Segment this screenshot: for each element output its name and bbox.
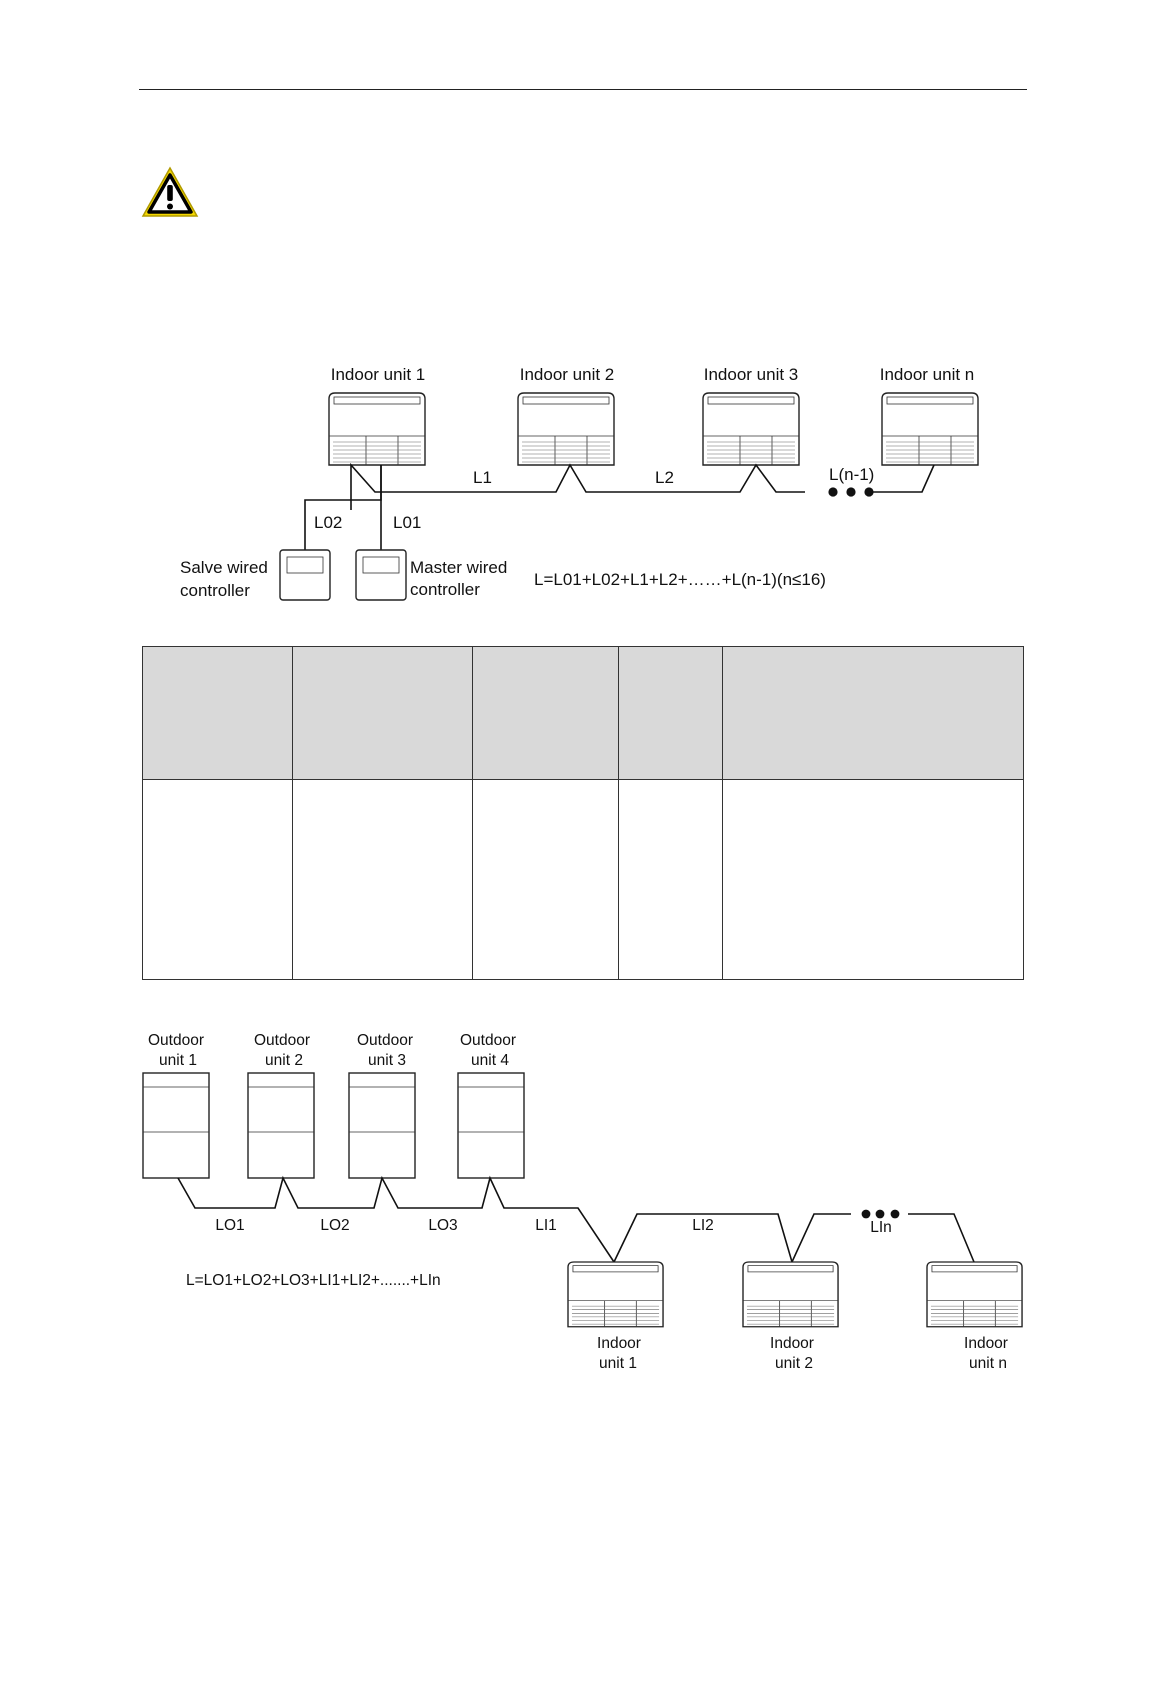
outdoor-communication-wire bbox=[177, 1175, 615, 1263]
spec-table bbox=[142, 646, 1024, 980]
segment-l2-label: L2 bbox=[655, 468, 674, 487]
indoor-unit-3 bbox=[702, 392, 800, 466]
master-wired-controller bbox=[355, 549, 407, 601]
segment-lo3-label: LO3 bbox=[428, 1217, 457, 1234]
wire-l02-label: L02 bbox=[314, 513, 342, 532]
indoor-unit-d2-2 bbox=[742, 1261, 839, 1328]
outdoor-unit-1-label-line1: Outdoor bbox=[148, 1032, 204, 1049]
outdoor-unit-2 bbox=[247, 1072, 315, 1179]
continuation-dots-2 bbox=[861, 1209, 900, 1219]
outdoor-unit-3 bbox=[348, 1072, 416, 1179]
table-header-cell bbox=[142, 646, 293, 780]
outdoor-unit-3-label-line2: unit 3 bbox=[368, 1052, 406, 1069]
diagram2-formula: L=LO1+LO2+LO3+LI1+LI2+.......+LIn bbox=[186, 1272, 441, 1289]
slave-controller-wire bbox=[304, 465, 382, 550]
indoor-communication-wire-end bbox=[908, 1213, 975, 1263]
table-cell bbox=[618, 779, 723, 980]
outdoor-unit-1 bbox=[142, 1072, 210, 1179]
outdoor-unit-4-label-line1: Outdoor bbox=[460, 1032, 516, 1049]
segment-li2-label: LI2 bbox=[692, 1217, 714, 1234]
outdoor-unit-2-label-line1: Outdoor bbox=[254, 1032, 310, 1049]
outdoor-unit-4-label-line2: unit 4 bbox=[471, 1052, 509, 1069]
indoor-unit-d2-n bbox=[926, 1261, 1023, 1328]
master-controller-label-line1: Master wired bbox=[410, 558, 507, 577]
outdoor-unit-1-label-line2: unit 1 bbox=[159, 1052, 197, 1069]
segment-lo1-label: LO1 bbox=[215, 1217, 244, 1234]
table-cell bbox=[292, 779, 473, 980]
table-header-cell bbox=[722, 646, 1024, 780]
segment-lo2-label: LO2 bbox=[320, 1217, 349, 1234]
diagram1-formula: L=L01+L02+L1+L2+……+L(n-1)(n≤16) bbox=[534, 570, 826, 589]
slave-controller-label-line1: Salve wired bbox=[180, 558, 268, 577]
indoor-unit-2-label: Indoor unit 2 bbox=[520, 365, 615, 384]
table-header-cell bbox=[618, 646, 723, 780]
communication-wire-chain bbox=[350, 462, 805, 510]
segment-ln-1-label: L(n-1) bbox=[829, 465, 874, 484]
table-header-cell bbox=[472, 646, 619, 780]
continuation-dots bbox=[828, 487, 874, 497]
table-header-cell bbox=[292, 646, 473, 780]
indoor-unit-n-label: Indoor unit n bbox=[880, 365, 975, 384]
indoor-unit-d2-n-label-line2: unit n bbox=[969, 1355, 1007, 1372]
indoor-unit-1-label: Indoor unit 1 bbox=[331, 365, 426, 384]
table-cell bbox=[472, 779, 619, 980]
outdoor-unit-4 bbox=[457, 1072, 525, 1179]
header-rule bbox=[139, 89, 1027, 90]
segment-li1-label: LI1 bbox=[535, 1217, 557, 1234]
indoor-unit-d2-1-label-line1: Indoor bbox=[597, 1335, 641, 1352]
indoor-unit-d2-1-label-line2: unit 1 bbox=[599, 1355, 637, 1372]
table-cell bbox=[142, 779, 293, 980]
indoor-unit-d2-1 bbox=[567, 1261, 664, 1328]
slave-controller-label-line2: controller bbox=[180, 581, 250, 600]
wire-l01-label: L01 bbox=[393, 513, 421, 532]
table-row bbox=[142, 779, 1024, 980]
outdoor-unit-2-label-line2: unit 2 bbox=[265, 1052, 303, 1069]
outdoor-unit-3-label-line1: Outdoor bbox=[357, 1032, 413, 1049]
segment-lin-label: LIn bbox=[870, 1219, 892, 1236]
indoor-unit-d2-n-label-line1: Indoor bbox=[964, 1335, 1008, 1352]
indoor-unit-n bbox=[881, 392, 979, 466]
indoor-unit-3-label: Indoor unit 3 bbox=[704, 365, 799, 384]
table-header-row bbox=[142, 646, 1024, 780]
warning-triangle-icon bbox=[141, 166, 199, 217]
indoor-unit-2 bbox=[517, 392, 615, 466]
indoor-unit-d2-2-label-line1: Indoor bbox=[770, 1335, 814, 1352]
slave-wired-controller bbox=[279, 549, 331, 601]
indoor-unit-1 bbox=[328, 392, 426, 466]
master-controller-label-line2: controller bbox=[410, 580, 480, 599]
segment-l1-label: L1 bbox=[473, 468, 492, 487]
indoor-unit-d2-2-label-line2: unit 2 bbox=[775, 1355, 813, 1372]
table-cell bbox=[722, 779, 1024, 980]
indoor-communication-wire bbox=[613, 1213, 851, 1265]
communication-wire-end bbox=[870, 464, 935, 493]
